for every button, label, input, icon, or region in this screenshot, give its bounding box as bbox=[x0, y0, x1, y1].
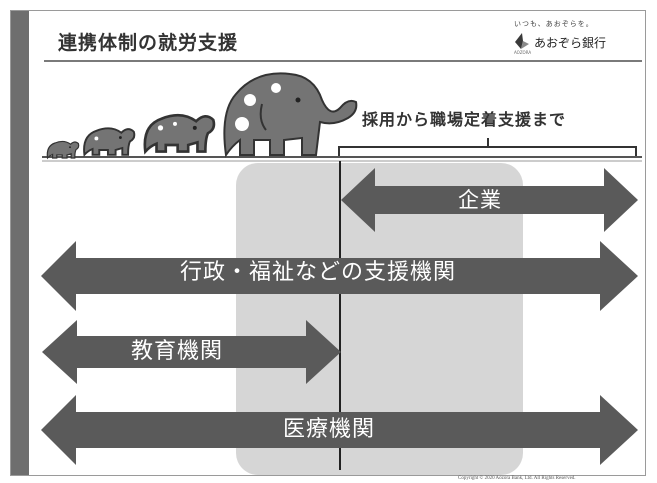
company-arrow bbox=[341, 168, 638, 232]
company-label: 企業 bbox=[458, 188, 502, 212]
logo-tagline: いつも、あおぞらを。 bbox=[514, 20, 594, 28]
slide-frame bbox=[10, 10, 646, 476]
support-scope-bracket bbox=[338, 146, 637, 156]
copyright-notice: Copyright © 2020 Aozora Bank, Ltd. All R… bbox=[458, 476, 576, 481]
elephant-icon-4 bbox=[223, 72, 358, 158]
elephant-icon-3 bbox=[143, 113, 216, 155]
education-arrow bbox=[42, 320, 341, 384]
admin-welfare-arrow bbox=[41, 241, 638, 311]
bank-name: あおぞら銀行 bbox=[534, 36, 607, 50]
elephant-icon-1 bbox=[46, 140, 80, 160]
title-divider bbox=[44, 60, 642, 62]
left-accent-bar bbox=[11, 11, 29, 475]
bank-logo-icon bbox=[512, 32, 532, 54]
education-label: 教育機関 bbox=[131, 339, 224, 364]
page-title: 連携体制の就労支援 bbox=[58, 32, 239, 54]
admin-welfare-label: 行政・福祉などの支援機関 bbox=[180, 260, 457, 285]
highlight-box bbox=[236, 163, 523, 475]
medical-label: 医療機関 bbox=[283, 417, 376, 442]
elephant-icon-2 bbox=[83, 127, 136, 158]
medical-arrow bbox=[41, 395, 638, 465]
logo-small-text: AOZORA bbox=[514, 50, 532, 55]
support-scope-label: 採用から職場定着支援まで bbox=[362, 110, 567, 129]
